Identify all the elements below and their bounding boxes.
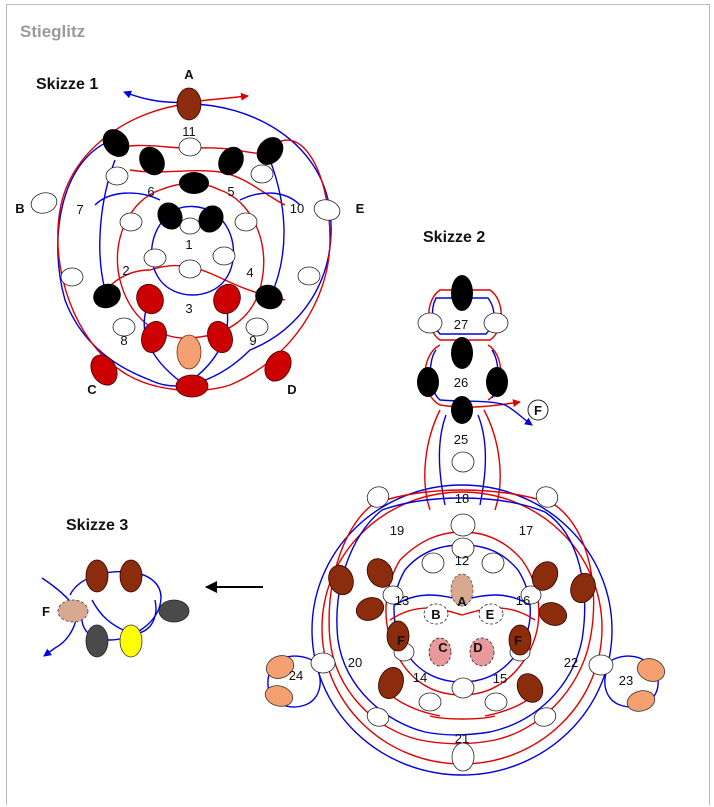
sketch2-number: 17 — [519, 523, 533, 538]
sketch2-dashed-beads — [423, 603, 504, 625]
sketch1-empty-beads — [30, 137, 341, 337]
sketch2-bead-d — [469, 637, 495, 667]
sketch1-number: 1 — [185, 237, 192, 252]
sketch2-peach-beads — [264, 655, 666, 712]
sketch2-number: 19 — [390, 523, 404, 538]
sketch1-letter: B — [15, 201, 24, 216]
sketch1-peach-bead — [176, 334, 202, 370]
sketch1-number: 8 — [120, 333, 127, 348]
sketch2-letter: B — [431, 607, 440, 622]
sketch-3: F — [41, 559, 190, 658]
sketch-2: 12 13 14 15 16 17 18 19 20 21 22 23 24 2… — [264, 275, 666, 776]
sketch2-f-marker — [527, 399, 549, 421]
sketch3-gray-bead — [85, 624, 109, 658]
sketch2-number: 26 — [454, 375, 468, 390]
sketch2-letter: C — [438, 640, 448, 655]
caption-sketch-2: Skizze 2 — [423, 229, 486, 246]
sketch1-letter: E — [356, 201, 365, 216]
sketch1-number: 6 — [147, 184, 154, 199]
sketch2-number: 21 — [455, 731, 469, 746]
sketch1-letter: D — [287, 382, 296, 397]
sketch1-number: 5 — [227, 184, 234, 199]
sketch2-letter: F — [514, 633, 522, 648]
sketch1-number: 3 — [185, 301, 192, 316]
sketch2-number: 22 — [564, 655, 578, 670]
sketch2-numbers: 12 13 14 15 16 17 18 19 20 21 22 23 24 2… — [289, 317, 633, 746]
sketch1-numbers: 1 2 3 4 5 6 7 8 9 10 11 — [76, 124, 304, 348]
sketch2-number: 24 — [289, 668, 303, 683]
page-title: Stieglitz — [20, 22, 86, 41]
sketch2-number: 27 — [454, 317, 468, 332]
sketch1-bead-a — [176, 87, 202, 121]
sketch1-number: 2 — [122, 263, 129, 278]
sketch1-letter: A — [184, 67, 194, 82]
sketch1-letters: A B C D E — [15, 67, 364, 397]
sketch2-number: 16 — [516, 593, 530, 608]
sketch2-number: 20 — [348, 655, 362, 670]
sketch2-number: 18 — [455, 491, 469, 506]
sketch2-bead-c — [428, 637, 452, 667]
caption-sketch-1: Skizze 1 — [36, 76, 99, 93]
sketch3-gray-bead — [158, 599, 190, 623]
sketch3-yellow-bead — [119, 624, 143, 658]
sketch2-number: 12 — [455, 553, 469, 568]
sketch1-black-beads — [93, 129, 284, 310]
sketch2-letter: F — [397, 633, 405, 648]
sketch2-letter: A — [457, 594, 467, 609]
sketch2-number: 14 — [413, 670, 427, 685]
sketch2-empty-beads — [310, 312, 614, 772]
sketch2-letter: D — [473, 640, 482, 655]
page-frame — [6, 4, 710, 805]
sketch1-letter: C — [87, 382, 97, 397]
sketch2-letter: E — [486, 607, 495, 622]
sketch2-number: 13 — [395, 593, 409, 608]
sketch2-bead-a — [450, 573, 474, 607]
sketch3-tan-bead — [57, 599, 89, 623]
sketch2-brown-beads — [328, 558, 596, 703]
sketch1-red-beads — [90, 283, 292, 398]
sketch3-letter: F — [42, 604, 50, 619]
sketch1-number: 7 — [76, 202, 83, 217]
sketch1-number: 9 — [249, 333, 256, 348]
sketch1-number: 10 — [290, 201, 304, 216]
caption-sketch-3: Skizze 3 — [66, 517, 129, 534]
sketch2-letter: F — [534, 403, 542, 418]
sketch2-letters: A B C D E F F F — [397, 403, 542, 655]
sketch2-number: 15 — [493, 671, 507, 686]
sketch1-number: 11 — [182, 124, 196, 139]
sketch2-black-beads — [417, 275, 508, 424]
sketch3-brown-bead — [119, 559, 143, 593]
sketch2-number: 23 — [619, 673, 633, 688]
sketch2-number: 25 — [454, 432, 468, 447]
sketch3-brown-bead — [85, 559, 109, 593]
sketch1-number: 4 — [246, 265, 253, 280]
sketch-1: 1 2 3 4 5 6 7 8 9 10 11 A B C D E — [15, 67, 365, 398]
